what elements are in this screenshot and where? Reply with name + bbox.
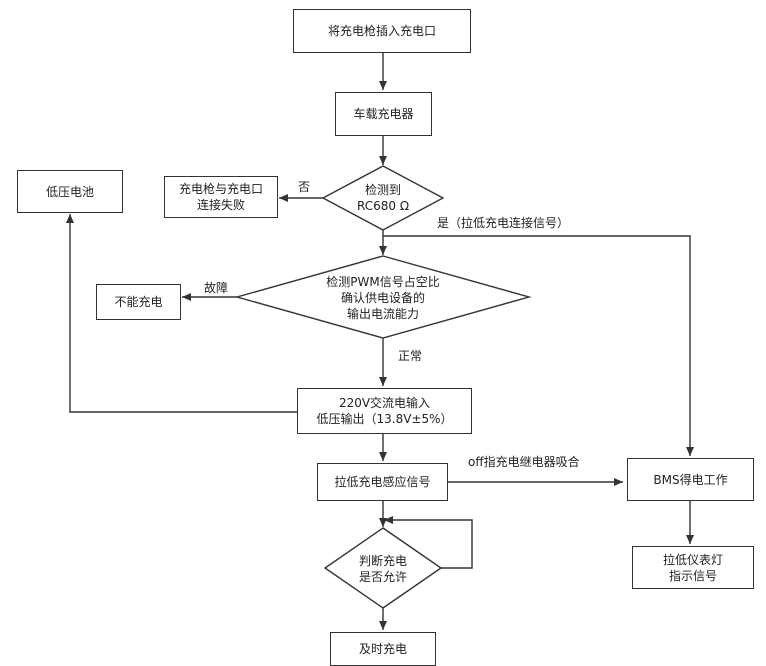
- edge-label-fault: 故障: [204, 281, 229, 295]
- bms-work-text: BMS得电工作: [653, 472, 728, 487]
- edge-label-relay: off指充电继电器吸合: [468, 455, 580, 469]
- pull-dash-box: 拉低仪表灯 指示信号: [632, 546, 754, 589]
- connect-fail-line1: 充电枪与充电口: [178, 182, 263, 196]
- low-battery-box: 低压电池: [17, 170, 123, 213]
- low-battery-text: 低压电池: [45, 184, 94, 199]
- judge-charge-text: 判断充电 是否允许: [338, 551, 428, 587]
- detect-pwm-line2: 确认供电设备的: [340, 291, 425, 305]
- charge-now-text: 及时充电: [358, 642, 407, 656]
- judge-charge-line1: 判断充电: [358, 554, 407, 568]
- arrow-yes-to-bms: [383, 235, 694, 456]
- pull-dash-line1: 拉低仪表灯: [662, 552, 723, 567]
- edge-label-normal: 正常: [398, 349, 423, 363]
- detect-pwm-line3: 输出电流能力: [346, 307, 419, 321]
- cannot-charge-box: 不能充电: [96, 284, 181, 320]
- edge-label-yes: 是（拉低充电连接信号）: [437, 216, 570, 230]
- arrow-ac-to-battery: [66, 214, 297, 413]
- arrow-judge-loop: [384, 516, 473, 569]
- detect-pwm-text: 检测PWM信号占空比 确认供电设备的 输出电流能力: [293, 273, 473, 323]
- pull-sense-text: 拉低充电感应信号: [334, 475, 431, 489]
- detect-rc-line1: 检测到: [364, 183, 401, 197]
- insert-gun-text: 将充电枪插入充电口: [327, 24, 436, 38]
- detect-rc-line2: RC680 Ω: [356, 199, 409, 213]
- detect-rc-text: 检测到 RC680 Ω: [333, 180, 433, 216]
- onboard-charger-text: 车载充电器: [353, 107, 414, 121]
- ac-input-line1: 220V交流电输入: [338, 396, 431, 410]
- charge-now-box: 及时充电: [330, 632, 436, 666]
- bms-work-box: BMS得电工作: [627, 458, 754, 501]
- onboard-charger-box: 车载充电器: [335, 92, 432, 136]
- ac-input-line2: 低压输出（13.8V±5%）: [316, 412, 453, 426]
- cannot-charge-text: 不能充电: [114, 295, 163, 309]
- pull-sense-box: 拉低充电感应信号: [317, 463, 448, 501]
- pull-dash-line2: 指示信号: [668, 568, 717, 583]
- detect-pwm-line1: 检测PWM信号占空比: [326, 275, 440, 289]
- edge-label-no: 否: [298, 180, 311, 194]
- judge-charge-line2: 是否允许: [358, 570, 407, 584]
- connect-fail-box: 充电枪与充电口 连接失败: [164, 176, 278, 218]
- ac-input-box: 220V交流电输入 低压输出（13.8V±5%）: [297, 388, 472, 434]
- insert-gun-box: 将充电枪插入充电口: [293, 9, 471, 53]
- connect-fail-line2: 连接失败: [196, 198, 245, 212]
